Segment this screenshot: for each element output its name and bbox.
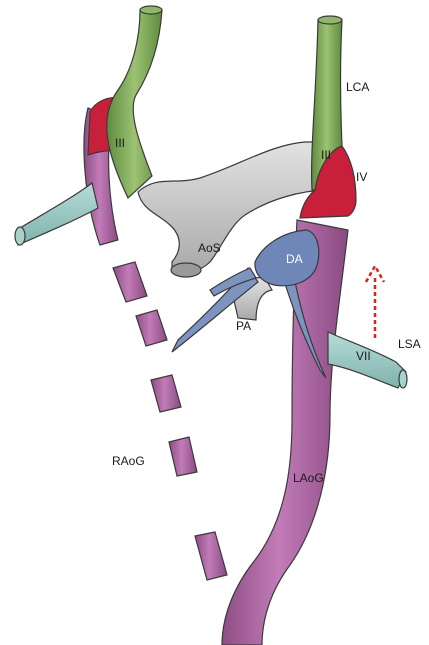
left-carotid-end (318, 16, 342, 24)
right-carotid-end (140, 6, 162, 14)
label-pa: PA (236, 319, 251, 333)
label-iv: IV (356, 170, 367, 184)
flow-arrow (366, 266, 384, 338)
label-lca: LCA (346, 80, 369, 94)
label-lsa: LSA (398, 337, 421, 351)
label-iii-left: III (321, 148, 331, 162)
label-da: DA (286, 252, 303, 266)
left-subclavian-end (399, 370, 407, 388)
label-aos: AoS (198, 241, 221, 255)
label-raog: RAoG (112, 454, 145, 468)
right-carotid (107, 10, 162, 198)
right-subclavian-end (15, 227, 25, 245)
label-iii-right: III (115, 136, 125, 150)
right-subclavian-branch (18, 183, 98, 245)
label-vii: VII (356, 349, 371, 363)
aortic-sac-outflow (171, 263, 201, 277)
label-laog: LAoG (293, 471, 324, 485)
